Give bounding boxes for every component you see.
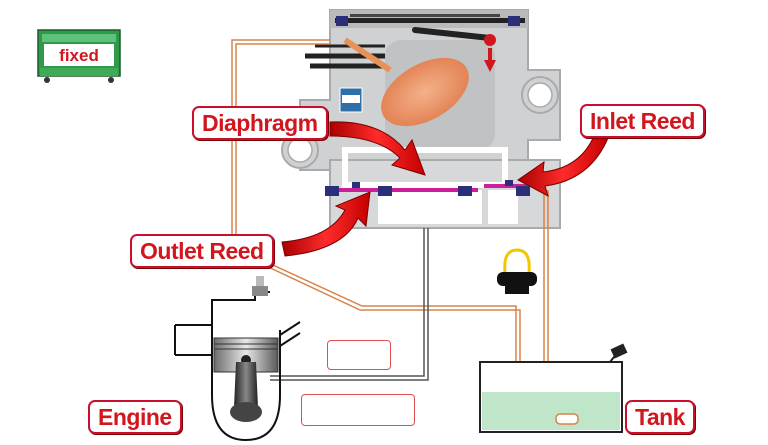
outlet-reed-label: Outlet Reed [130, 234, 274, 268]
empty-label-box-1 [327, 340, 391, 370]
red-arrow-icon [329, 121, 426, 176]
fixed-logo: fixed [37, 29, 121, 83]
inlet-reed-label: Inlet Reed [580, 104, 705, 138]
empty-label-box-2 [301, 394, 415, 426]
fuel-tank-icon [479, 343, 628, 433]
engine-label: Engine [88, 400, 182, 434]
throttle-plate [381, 57, 469, 127]
logo-text: fixed [59, 46, 99, 65]
diaphragm-label: Diaphragm [192, 106, 328, 140]
fuel-filter-icon [497, 248, 537, 294]
carburetor-body [281, 9, 561, 229]
pulse-line [270, 228, 429, 381]
red-arrow-icon [517, 135, 609, 198]
red-arrow-icon [281, 191, 371, 257]
piston-engine-icon [174, 276, 301, 442]
tank-label: Tank [625, 400, 695, 434]
